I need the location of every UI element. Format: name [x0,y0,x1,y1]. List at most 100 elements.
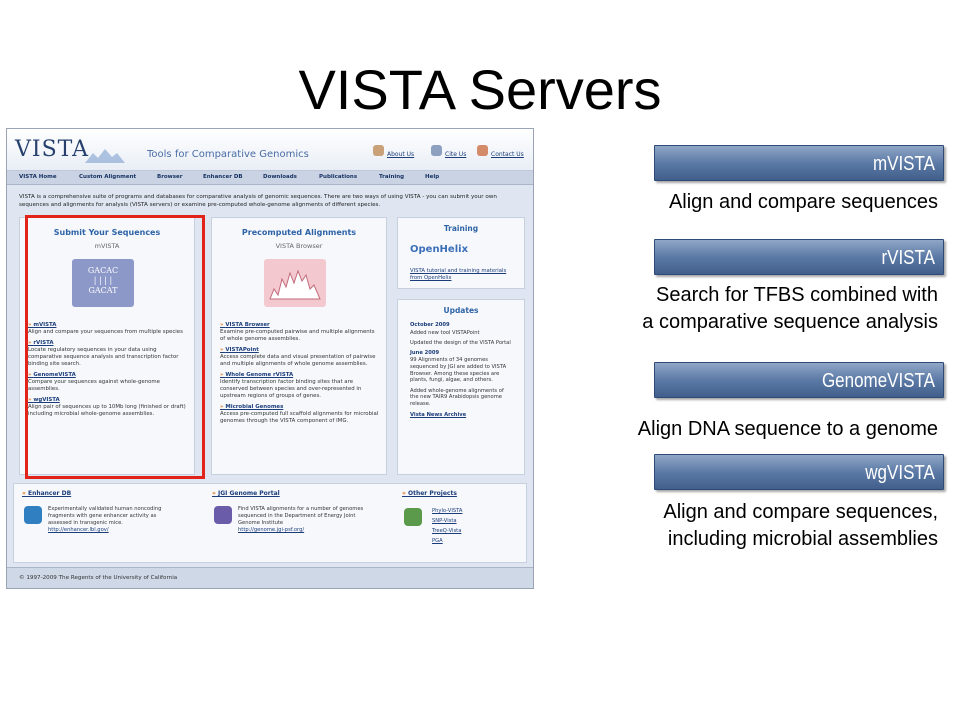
related-resources: Enhancer DB Experimentally validated hum… [13,483,527,563]
wgvista-link[interactable]: wgVISTA [28,397,188,404]
jgi-portal-text: Find VISTA alignments for a number of ge… [238,506,370,534]
vista-website-screenshot: VISTA Tools for Comparative Genomics Abo… [6,128,534,589]
nav-vista-home[interactable]: VISTA Home [19,174,57,180]
genomevista-description: Align DNA sequence to a genome [638,416,938,443]
nav-enhancer-db[interactable]: Enhancer DB [203,174,243,180]
treeq-vista-link[interactable]: TreeQ-Vista [432,528,462,534]
description-line: Align and compare sequences, [663,501,938,523]
mvista-server-button[interactable]: mVISTA [654,145,944,181]
update-text: Added new tool VISTAPoint [410,329,480,336]
rvista-description: Search for TFBS combined with a comparat… [642,282,938,336]
wgvista-button-label: wgVISTA [865,462,935,484]
vistapoint-link[interactable]: VISTAPoint [220,347,380,354]
wgvista-server-button[interactable]: wgVISTA [654,454,944,490]
training-text: VISTA tutorial and training materials fr… [410,268,520,282]
vista-browser-link[interactable]: VISTA Browser [220,322,380,329]
other-projects-links: Phylo-VISTA SNP-Vista TreeQ-Vista PGA [432,506,462,546]
cite-us-link[interactable]: Cite Us [445,151,467,158]
graphic-line-2: | | | | [93,276,113,285]
description-line: Align and compare sequences [668,191,938,213]
genomevista-link[interactable]: GenomeVISTA [28,372,188,379]
mvista-description: Align and compare sequences [669,189,938,216]
nav-training[interactable]: Training [379,174,405,180]
site-header: VISTA Tools for Comparative Genomics Abo… [7,129,533,171]
about-us-link[interactable]: About Us [387,151,415,158]
updates-panel: Updates October 2009 Added new tool VIST… [397,299,525,475]
item-text: Identify transcription factor binding si… [220,379,362,399]
nav-custom-alignment[interactable]: Custom Alignment [79,174,137,180]
graphic-line-1: GACAC [87,266,119,275]
wgvista-description: Align and compare sequences, including m… [663,499,938,553]
rvista-button-label: rVISTA [881,247,935,269]
dna-mountain-icon [85,149,125,163]
rvista-link[interactable]: rVISTA [28,340,188,347]
item-text: Compare your sequences against whole-gen… [28,379,160,392]
submit-subtitle: mVISTA [94,242,120,250]
enhancer-db-link[interactable]: Enhancer DB [22,490,182,497]
nav-publications[interactable]: Publications [319,174,358,180]
update-date: October 2009 [410,322,450,328]
jgi-url[interactable]: http://genome.jgi-psf.org/ [238,527,305,533]
openhelix-logo[interactable]: OpenHelix [410,244,469,255]
about-us-icon [373,145,384,156]
phylo-vista-link[interactable]: Phylo-VISTA [432,508,463,514]
enhancer-url[interactable]: http://enhancer.lbl.gov/ [48,527,109,533]
genomevista-button-label: GenomeVISTA [821,370,935,392]
copyright: © 1997-2009 The Regents of the Universit… [19,575,178,581]
jgi-portal-icon[interactable] [214,506,232,524]
mvista-link[interactable]: mVISTA [28,322,188,329]
updates-list: October 2009 Added new tool VISTAPoint U… [398,315,524,418]
precomputed-title: Precomputed Alignments [241,228,357,237]
contact-us-icon [477,145,488,156]
update-date: June 2009 [410,349,440,356]
enhancer-db-section: Enhancer DB Experimentally validated hum… [22,490,182,533]
contact-us-link[interactable]: Contact Us [491,151,524,158]
item-text: Align pair of sequences up to 10Mb long … [28,404,186,417]
nav-downloads[interactable]: Downloads [263,174,297,180]
submit-title: Submit Your Sequences [53,228,161,237]
cite-us-icon [431,145,442,156]
genomevista-server-button[interactable]: GenomeVISTA [654,362,944,398]
enhancer-db-icon[interactable] [24,506,42,524]
jgi-description: Find VISTA alignments for a number of ge… [238,506,364,526]
update-text: Added whole-genome alignments of the new… [410,387,504,407]
item-text: Locate regulatory sequences in your data… [28,347,179,367]
update-text: 99 Alignments of 34 genomes sequenced by… [410,357,507,384]
sequence-alignment-graphic[interactable]: GACAC | | | | GACAT [72,259,134,307]
nav-help[interactable]: Help [425,174,440,180]
item-text: Access pre-computed full scaffold alignm… [220,411,379,424]
rvista-server-button[interactable]: rVISTA [654,239,944,275]
slide-title: VISTA Servers [298,58,662,121]
description-line: a comparative sequence analysis [642,311,938,333]
jgi-portal-link[interactable]: JGI Genome Portal [212,490,372,497]
mvista-button-label: mVISTA [872,153,935,175]
snp-vista-link[interactable]: SNP-Vista [432,518,457,524]
training-link[interactable]: VISTA tutorial and training materials fr… [410,268,507,281]
submit-sequences-panel: Submit Your Sequences mVISTA GACAC | | |… [19,217,195,475]
whole-genome-rvista-link[interactable]: Whole Genome rVISTA [220,372,380,379]
training-title: Training [443,224,479,233]
precomputed-alignments-panel: Precomputed Alignments VISTA Browser VIS… [211,217,387,475]
microbial-genomes-link[interactable]: Microbial Genomes [220,404,380,411]
update-text: Updated the design of the VISTA Portal [410,340,511,347]
pga-link[interactable]: PGA [432,538,443,544]
vista-logo[interactable]: VISTA [15,137,90,162]
browser-plot-graphic[interactable] [264,259,326,307]
news-archive-link[interactable]: Vista News Archive [410,411,467,418]
description-line: Align DNA sequence to a genome [637,418,938,440]
nav-browser[interactable]: Browser [157,174,183,180]
training-panel: Training OpenHelix VISTA tutorial and tr… [397,217,525,289]
site-footer: © 1997-2009 The Regents of the Universit… [7,567,533,588]
updates-title: Updates [443,306,479,315]
graphic-line-3: GACAT [88,286,118,295]
